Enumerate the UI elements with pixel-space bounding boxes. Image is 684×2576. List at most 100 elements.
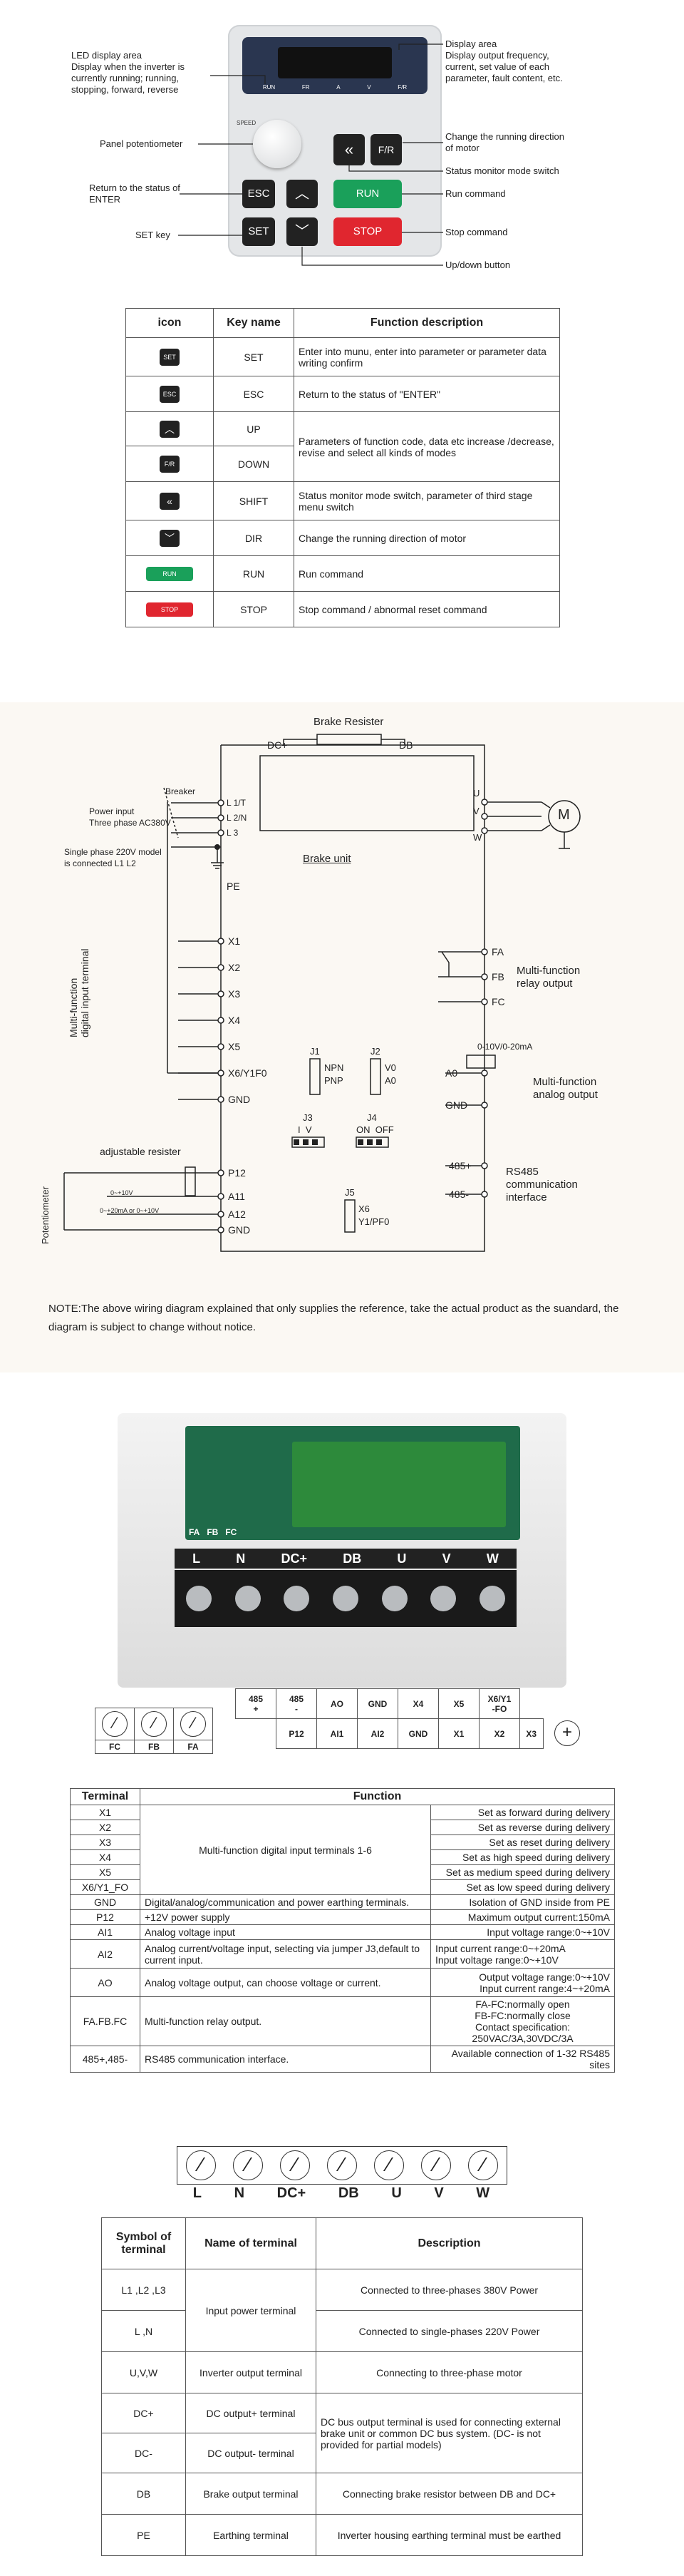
terminal-photo: FA FB FC L N DC+ DB U V W: [118, 1413, 566, 1688]
power-terminal-table: Symbol of terminal Name of terminal Desc…: [101, 2217, 583, 2556]
strip-n: N: [234, 2185, 245, 2201]
table-header: icon Key name Function description: [125, 308, 560, 338]
j1-label: J1: [310, 1046, 320, 1057]
callout-run: Run command: [445, 188, 506, 199]
ao-range: 0-10V/0-20mA: [477, 1042, 533, 1052]
j2-v0: V0: [385, 1062, 396, 1073]
callout-stop: Stop command: [445, 227, 508, 237]
control-terminal-strip: 485 + 485 - AO GND X4 X5 X6/Y1 -FO P12 A…: [235, 1688, 544, 1749]
three-phase-label: Three phase AC380V: [89, 818, 171, 828]
j4-opts: ON OFF: [356, 1124, 394, 1135]
screw-icon: [186, 1586, 212, 1611]
up-button[interactable]: ︿: [286, 180, 318, 208]
j1-pnp: PNP: [324, 1075, 343, 1086]
terminal-section: FA FB FC L N DC+ DB U V W ⁄ FC ⁄ FB ⁄ FA: [0, 1372, 684, 2576]
table-row: ﹀ DIR Change the running direction of mo…: [125, 520, 560, 556]
adjustable-resister-label: adjustable resister: [100, 1146, 181, 1157]
screw-icon: [332, 1586, 358, 1611]
screw-icon: ⁄: [180, 1711, 206, 1737]
screw-icon: [430, 1586, 457, 1611]
set-key-icon: SET: [160, 348, 180, 366]
run-button[interactable]: RUN: [333, 180, 402, 208]
fr-key-icon: F/R: [160, 455, 180, 473]
j2-label: J2: [370, 1046, 380, 1057]
strip-fa: FA: [174, 1740, 212, 1753]
col-key-name: Key name: [213, 308, 294, 338]
term-ao: A0: [445, 1067, 458, 1079]
col-icon: icon: [125, 308, 214, 338]
potentiometer-knob[interactable]: [253, 120, 301, 168]
single-phase-label: Single phase 220V model is connected L1 …: [64, 847, 162, 868]
up-key-icon: ︿: [160, 420, 180, 438]
screw-icon: ⁄: [327, 2150, 357, 2180]
term-x5: X5: [228, 1041, 241, 1052]
stop-key-icon: STOP: [146, 602, 193, 617]
col-name: Name of terminal: [185, 2217, 316, 2269]
run-key-icon: RUN: [146, 566, 193, 581]
callout-display-area: Display area Display output frequency, c…: [445, 39, 563, 83]
col-description: Description: [316, 2217, 583, 2269]
table-row: 485+,485-RS485 communication interface.A…: [70, 2046, 615, 2073]
power-input-label: Power input: [89, 806, 135, 816]
down-button[interactable]: ﹀: [286, 217, 318, 246]
col-function: Function description: [294, 308, 560, 338]
photo-fa: FA: [189, 1527, 200, 1537]
relay-terminal-strip: ⁄FC ⁄FB ⁄FA: [95, 1708, 213, 1754]
photo-u: U: [397, 1551, 407, 1566]
table-row: STOP STOP Stop command / abnormal reset …: [125, 591, 560, 627]
table-row: SET SET Enter into munu, enter into para…: [125, 337, 560, 376]
key-function-table: icon Key name Function description SET S…: [125, 308, 560, 627]
term-a12: A12: [228, 1209, 246, 1220]
wiring-note: NOTE:The above wiring diagram explained …: [48, 1303, 619, 1333]
motor-label: M: [558, 807, 570, 823]
term-a11: A11: [228, 1191, 245, 1202]
display-indicators: RUN FR A V F/R: [249, 84, 420, 91]
indicator-fr: FR: [301, 84, 310, 91]
fr-button[interactable]: F/R: [370, 134, 402, 165]
brake-resister-label: Brake Resister: [314, 716, 384, 728]
db-label: DB: [399, 739, 413, 751]
j4-label: J4: [367, 1112, 377, 1123]
callout-led-display: LED display area Display when the invert…: [71, 50, 185, 95]
j1-npn: NPN: [324, 1062, 344, 1073]
table-row: ︿ UP Parameters of function code, data e…: [125, 411, 560, 482]
j5-label: J5: [345, 1187, 355, 1198]
esc-key-icon: ESC: [160, 385, 180, 403]
screw-icon: ⁄: [468, 2150, 498, 2180]
callout-esc: Return to the status of ENTER: [89, 183, 180, 205]
photo-dcp: DC+: [281, 1551, 308, 1566]
col-terminal: Terminal: [70, 1788, 140, 1805]
j5-y1: Y1/PF0: [358, 1216, 390, 1227]
range-voltage: 0~+10V: [110, 1189, 133, 1196]
table-row: ESC ESC Return to the status of "ENTER": [125, 376, 560, 412]
term-gnd3: GND: [445, 1099, 468, 1111]
rs485-label: RS485 communication interface: [506, 1166, 578, 1204]
output-w: W: [473, 832, 482, 843]
input-l3: L 3: [227, 828, 239, 838]
j3-label: J3: [303, 1112, 313, 1123]
j5-x6: X6: [358, 1204, 370, 1214]
shift-button[interactable]: «: [333, 134, 365, 165]
col-function: Function: [140, 1788, 615, 1805]
stop-button[interactable]: STOP: [333, 217, 402, 246]
strip-fb: FB: [135, 1740, 173, 1753]
table-row: « SHIFT Status monitor mode switch, para…: [125, 481, 560, 520]
screw-icon: ⁄: [233, 2150, 263, 2180]
set-button[interactable]: SET: [242, 217, 275, 246]
output-v: V: [473, 806, 480, 816]
strip-dcp: DC+: [276, 2185, 306, 2201]
earth-screw-icon: +: [554, 1720, 580, 1746]
photo-fc: FC: [225, 1527, 237, 1537]
esc-button[interactable]: ESC: [242, 180, 275, 208]
photo-v: V: [442, 1551, 451, 1566]
